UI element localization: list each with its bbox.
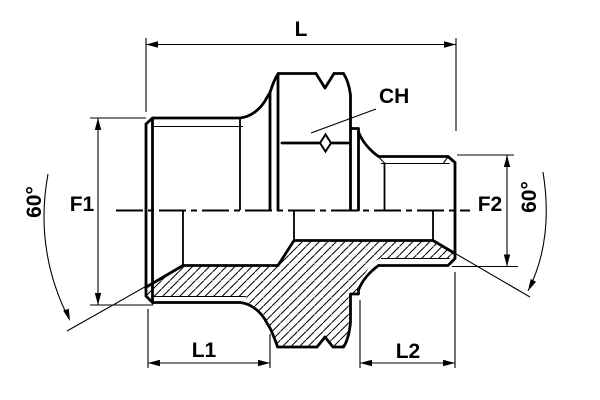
- break-diamond-symbol: [318, 132, 333, 154]
- angle-left-construction-line: [66, 283, 151, 332]
- hex-nut-outline: [268, 72, 360, 349]
- dim-L2-arrow-left: [360, 359, 372, 367]
- dim-F2-arrow-top: [503, 155, 511, 167]
- dim-F1-label: F1: [70, 193, 95, 216]
- callout-CH: CH: [310, 85, 409, 134]
- dim-L1-label: L1: [192, 339, 217, 362]
- angle-right-arc: [527, 171, 547, 292]
- angle-right-arrow: [528, 279, 537, 291]
- dim-L2-arrow-right: [443, 359, 455, 367]
- thread-end-lines: [182, 118, 434, 265]
- dim-L-extension-lines: [145, 38, 457, 131]
- dim-L-arrow-right: [444, 41, 456, 48]
- ch-label: CH: [379, 85, 409, 108]
- angle-left-arrow: [63, 308, 70, 321]
- dimension-F2: F2: [452, 154, 518, 268]
- thread-minor-lines: [153, 125, 450, 298]
- dim-L-arrow-left: [146, 41, 158, 48]
- dim-L1-arrow-right: [258, 359, 270, 367]
- dim-L2-label: L2: [396, 340, 421, 363]
- dim-F1-arrow-bottom: [94, 293, 102, 305]
- dimension-F1: F1: [70, 117, 153, 306]
- dim-F2-label: F2: [478, 193, 503, 216]
- dim-L1-extension-lines: [147, 309, 271, 368]
- dim-F1-arrow-top: [94, 118, 102, 130]
- dimension-L: L: [145, 18, 457, 131]
- angle-left-label: 60°: [23, 186, 46, 218]
- dimension-L1: L1: [147, 309, 271, 368]
- dim-L-label: L: [295, 18, 308, 41]
- left-thread-outline: [144, 91, 279, 348]
- dim-F1-extension-lines: [90, 117, 153, 306]
- angle-60-left: 60°: [23, 173, 151, 332]
- angle-left-arc: [43, 173, 70, 320]
- angle-60-right: 60°: [432, 171, 547, 298]
- section-hatch: [146, 240, 455, 347]
- dim-L2-extension-lines: [359, 272, 456, 368]
- dim-F2-arrow-bottom: [503, 254, 511, 267]
- angle-right-construction-line: [432, 240, 531, 298]
- angle-right-label: 60°: [518, 181, 541, 213]
- dimension-L2: L2: [359, 272, 456, 368]
- right-thread-outline: [357, 130, 457, 292]
- dim-L1-arrow-left: [148, 359, 160, 367]
- ch-leader-line: [310, 108, 377, 134]
